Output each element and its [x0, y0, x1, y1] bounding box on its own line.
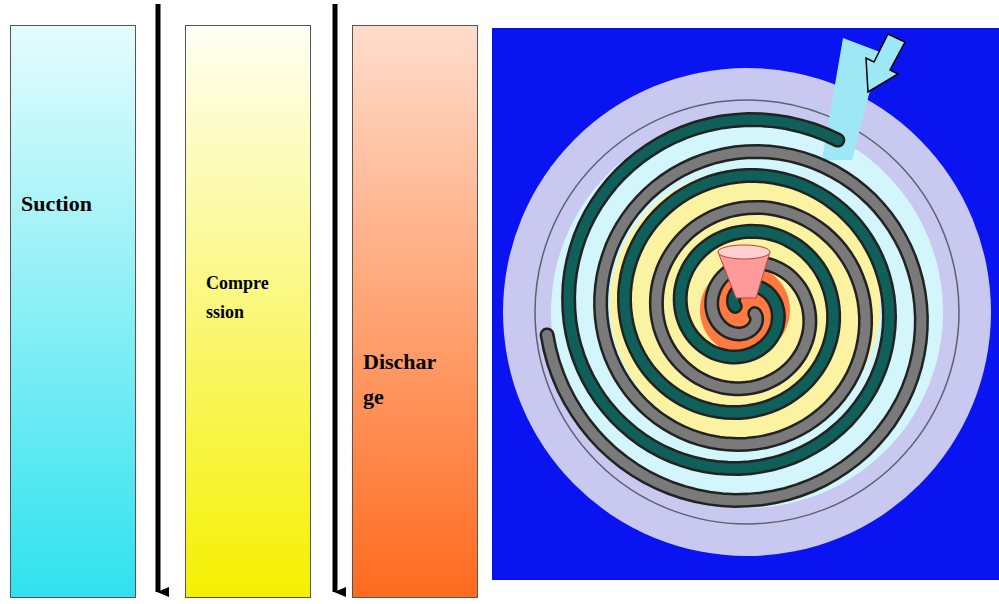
housing	[503, 68, 991, 556]
process-band: Compre ssion	[185, 25, 311, 598]
band-label: Compre ssion	[206, 269, 292, 327]
band-label: Dischar ge	[363, 344, 459, 414]
scroll-wrap	[569, 120, 890, 469]
scroll-wraps	[547, 120, 921, 501]
inlet-arrow	[866, 34, 905, 92]
flow-arrow	[333, 4, 338, 592]
process-band: Suction	[10, 25, 136, 598]
scroll-wrap-outline	[569, 120, 890, 469]
flow-arrow	[156, 4, 161, 592]
discharge-port-rim	[718, 245, 770, 259]
band-label: Suction	[21, 186, 131, 221]
housing-inner	[535, 100, 959, 524]
process-band: Dischar ge	[352, 25, 478, 598]
blue-background	[492, 28, 999, 580]
